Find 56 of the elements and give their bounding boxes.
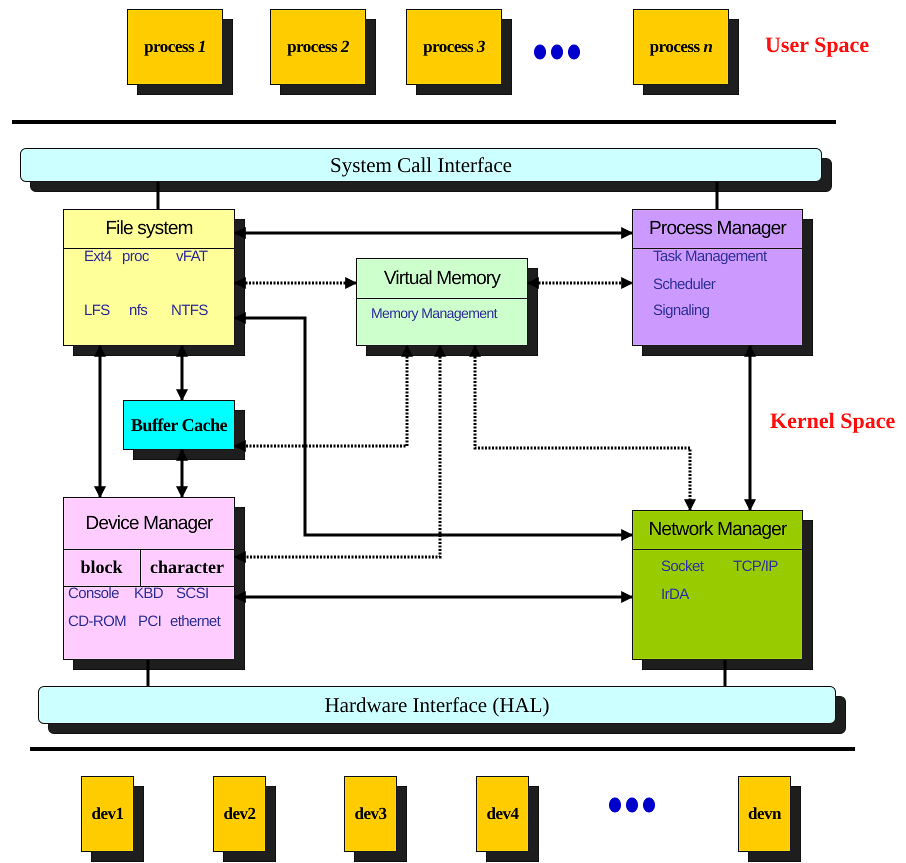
box-label: process n bbox=[650, 37, 712, 57]
box-label: character bbox=[150, 557, 224, 578]
connector-line bbox=[146, 660, 150, 686]
interface-label: System Call Interface bbox=[330, 152, 512, 178]
component-label: IrDA bbox=[661, 586, 689, 603]
box-label: dev2 bbox=[224, 804, 256, 824]
box-label: process 2 bbox=[287, 37, 349, 57]
component-label: Console bbox=[68, 585, 119, 602]
connector-line bbox=[724, 660, 726, 686]
arrow bbox=[234, 227, 634, 239]
connector-line bbox=[156, 182, 160, 209]
box-label: Buffer Cache bbox=[130, 414, 228, 436]
box-label: dev4 bbox=[486, 804, 518, 824]
arrow bbox=[744, 344, 756, 512]
box-label: devn bbox=[748, 804, 781, 824]
connector-line bbox=[716, 182, 718, 209]
box-title: Device Manager bbox=[85, 512, 213, 534]
component-label: TCP/IP bbox=[733, 558, 778, 575]
box-label: dev1 bbox=[92, 804, 124, 824]
box-title: Process Manager bbox=[649, 218, 786, 240]
arrow bbox=[94, 344, 106, 498]
component-label: Signaling bbox=[653, 302, 710, 319]
component-label: Memory Management bbox=[371, 305, 497, 321]
region-label: User Space bbox=[765, 32, 870, 58]
component-label: NTFS bbox=[171, 302, 208, 319]
component-label: Ext4 bbox=[84, 248, 112, 265]
region-label: Kernel Space bbox=[770, 408, 896, 434]
arrow bbox=[234, 344, 413, 452]
component-label: CD-ROM bbox=[68, 613, 126, 630]
arrow bbox=[176, 448, 188, 498]
box-title: Network Manager bbox=[648, 519, 786, 541]
interface-label: Hardware Interface (HAL) bbox=[324, 692, 550, 718]
component-label: PCI bbox=[138, 613, 162, 630]
component-label: Task Management bbox=[653, 248, 767, 265]
component-label: Scheduler bbox=[653, 276, 716, 293]
component-label: LFS bbox=[84, 302, 110, 319]
box-title: Virtual Memory bbox=[384, 268, 500, 290]
component-label: proc bbox=[122, 248, 149, 265]
component-label: SCSI bbox=[176, 585, 209, 602]
component-label: nfs bbox=[129, 302, 148, 319]
arrow bbox=[234, 312, 634, 541]
box-label: block bbox=[80, 557, 122, 578]
component-label: vFAT bbox=[176, 248, 208, 265]
arrow bbox=[469, 344, 696, 512]
arrow bbox=[176, 344, 188, 402]
box-label: process 3 bbox=[423, 37, 485, 57]
component-label: ethernet bbox=[170, 613, 220, 630]
arrow bbox=[234, 591, 634, 603]
box-title: File system bbox=[105, 218, 193, 240]
box-label: dev3 bbox=[354, 804, 386, 824]
component-label: KBD bbox=[134, 585, 164, 602]
arrow bbox=[526, 277, 634, 289]
component-label: Socket bbox=[661, 558, 704, 575]
arrow bbox=[234, 277, 358, 289]
box-label: process 1 bbox=[144, 37, 206, 57]
arrow bbox=[234, 344, 446, 563]
